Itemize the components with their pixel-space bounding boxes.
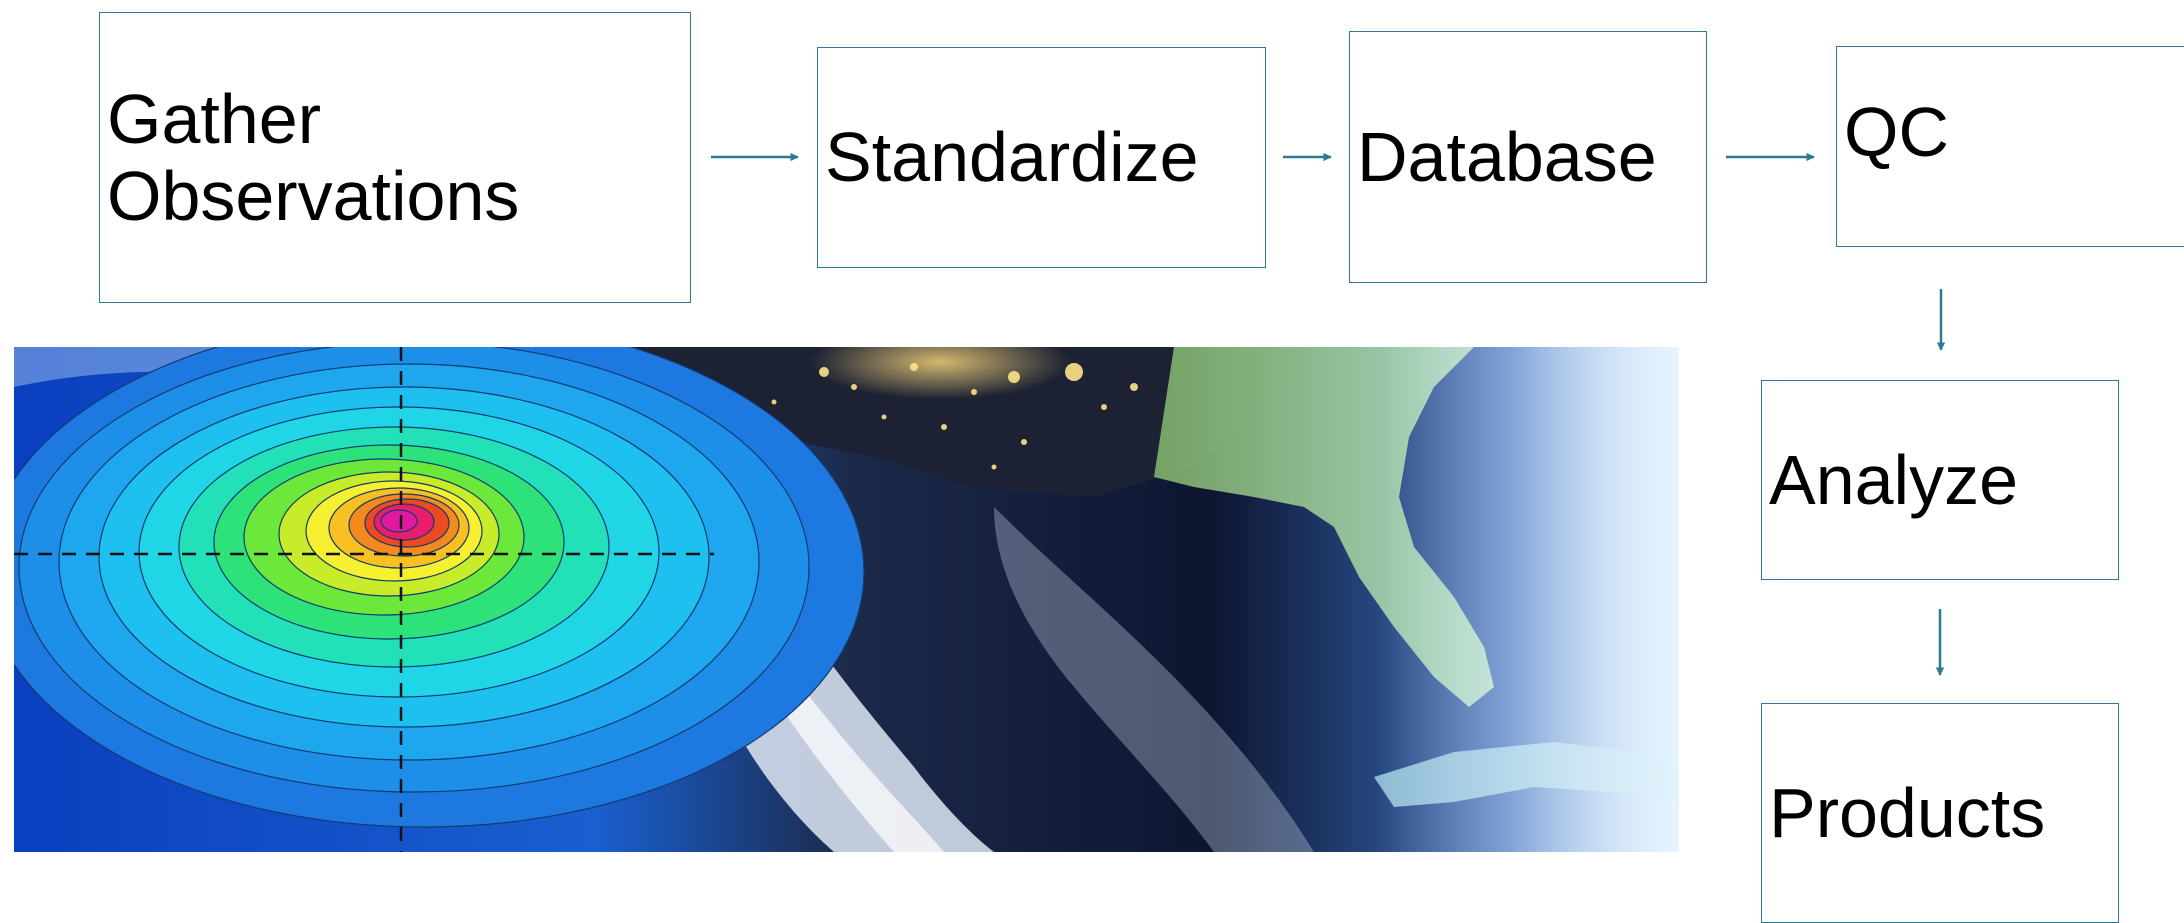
step-gather-observations: Gather Observations — [99, 12, 691, 303]
step-products: Products — [1761, 703, 2119, 923]
step-gather-observations-label: Gather Observations — [107, 79, 520, 235]
step-standardize: Standardize — [817, 47, 1266, 268]
satellite-hurricane-graphic — [14, 347, 1679, 852]
step-standardize-label: Standardize — [825, 118, 1199, 196]
step-analyze: Analyze — [1761, 380, 2119, 580]
step-analyze-label: Analyze — [1769, 440, 2019, 519]
step-database-label: Database — [1357, 117, 1657, 196]
satellite-hurricane-image — [14, 347, 1679, 852]
step-products-label: Products — [1769, 773, 2046, 852]
step-qc-label: QC — [1844, 93, 1949, 171]
step-database: Database — [1349, 31, 1707, 283]
step-qc: QC — [1836, 46, 2184, 247]
